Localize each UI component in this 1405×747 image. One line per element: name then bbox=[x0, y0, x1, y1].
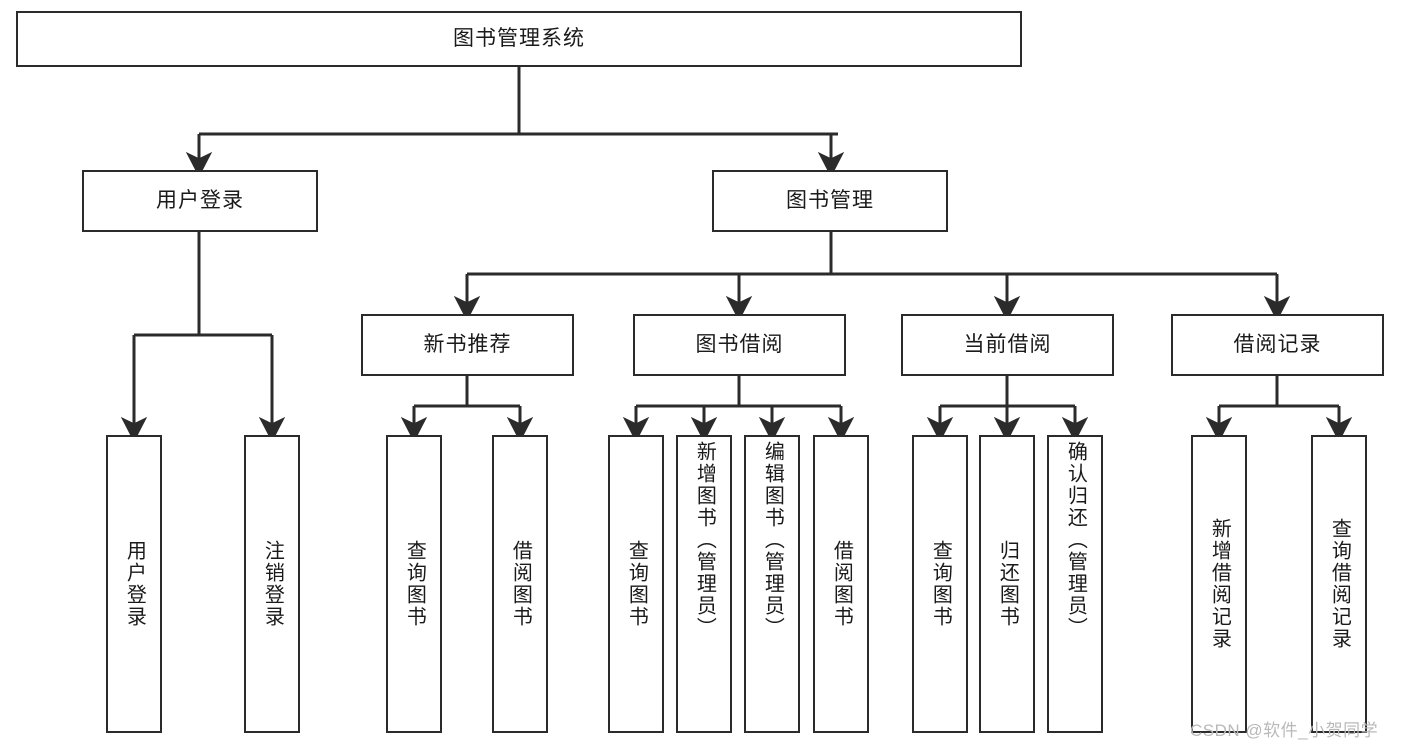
leaf-query-book-1[interactable]: 查询图书 bbox=[386, 435, 442, 733]
leaf-confirm-return-label: 确认归还（管理员） bbox=[1064, 441, 1087, 639]
leaf-return-book-label: 归还图书 bbox=[996, 540, 1019, 628]
node-root-label: 图书管理系统 bbox=[453, 27, 585, 51]
leaf-query-book-2[interactable]: 查询图书 bbox=[608, 435, 664, 733]
leaf-add-book[interactable]: 新增图书（管理员） bbox=[676, 435, 732, 733]
leaf-query-book-2-label: 查询图书 bbox=[625, 540, 648, 628]
leaf-borrow-book-1[interactable]: 借阅图书 bbox=[492, 435, 548, 733]
node-current-borrow-label: 当前借阅 bbox=[963, 333, 1052, 357]
leaf-user-login-label: 用户登录 bbox=[123, 540, 146, 628]
node-borrow-record-label: 借阅记录 bbox=[1233, 333, 1322, 357]
leaf-add-record-label: 新增借阅记录 bbox=[1208, 518, 1231, 650]
node-book-manage[interactable]: 图书管理 bbox=[712, 170, 948, 232]
node-new-book-recommend-label: 新书推荐 bbox=[423, 333, 512, 357]
node-user-login[interactable]: 用户登录 bbox=[82, 170, 318, 232]
leaf-add-book-label: 新增图书（管理员） bbox=[693, 441, 716, 639]
watermark: CSDN @软件_小贺同学 bbox=[1190, 721, 1379, 740]
node-book-borrow[interactable]: 图书借阅 bbox=[633, 314, 846, 376]
leaf-query-book-1-label: 查询图书 bbox=[403, 540, 426, 628]
node-book-manage-label: 图书管理 bbox=[786, 189, 874, 213]
leaf-edit-book-label: 编辑图书（管理员） bbox=[761, 441, 784, 639]
node-user-login-label: 用户登录 bbox=[156, 189, 244, 213]
leaf-borrow-book-1-label: 借阅图书 bbox=[509, 540, 532, 628]
leaf-edit-book[interactable]: 编辑图书（管理员） bbox=[744, 435, 800, 733]
leaf-borrow-book-2[interactable]: 借阅图书 bbox=[813, 435, 869, 733]
leaf-query-record[interactable]: 查询借阅记录 bbox=[1311, 435, 1367, 733]
leaf-borrow-book-2-label: 借阅图书 bbox=[830, 540, 853, 628]
leaf-logout-login-label: 注销登录 bbox=[261, 540, 284, 628]
node-new-book-recommend[interactable]: 新书推荐 bbox=[361, 314, 574, 376]
node-current-borrow[interactable]: 当前借阅 bbox=[901, 314, 1114, 376]
node-book-borrow-label: 图书借阅 bbox=[695, 333, 784, 357]
leaf-query-record-label: 查询借阅记录 bbox=[1328, 518, 1351, 650]
leaf-query-book-3-label: 查询图书 bbox=[929, 540, 952, 628]
node-root[interactable]: 图书管理系统 bbox=[16, 11, 1022, 67]
leaf-add-record[interactable]: 新增借阅记录 bbox=[1191, 435, 1247, 733]
leaf-confirm-return[interactable]: 确认归还（管理员） bbox=[1047, 435, 1103, 733]
leaf-return-book[interactable]: 归还图书 bbox=[979, 435, 1035, 733]
leaf-logout-login[interactable]: 注销登录 bbox=[244, 435, 300, 733]
leaf-user-login[interactable]: 用户登录 bbox=[106, 435, 162, 733]
node-borrow-record[interactable]: 借阅记录 bbox=[1171, 314, 1384, 376]
leaf-query-book-3[interactable]: 查询图书 bbox=[912, 435, 968, 733]
